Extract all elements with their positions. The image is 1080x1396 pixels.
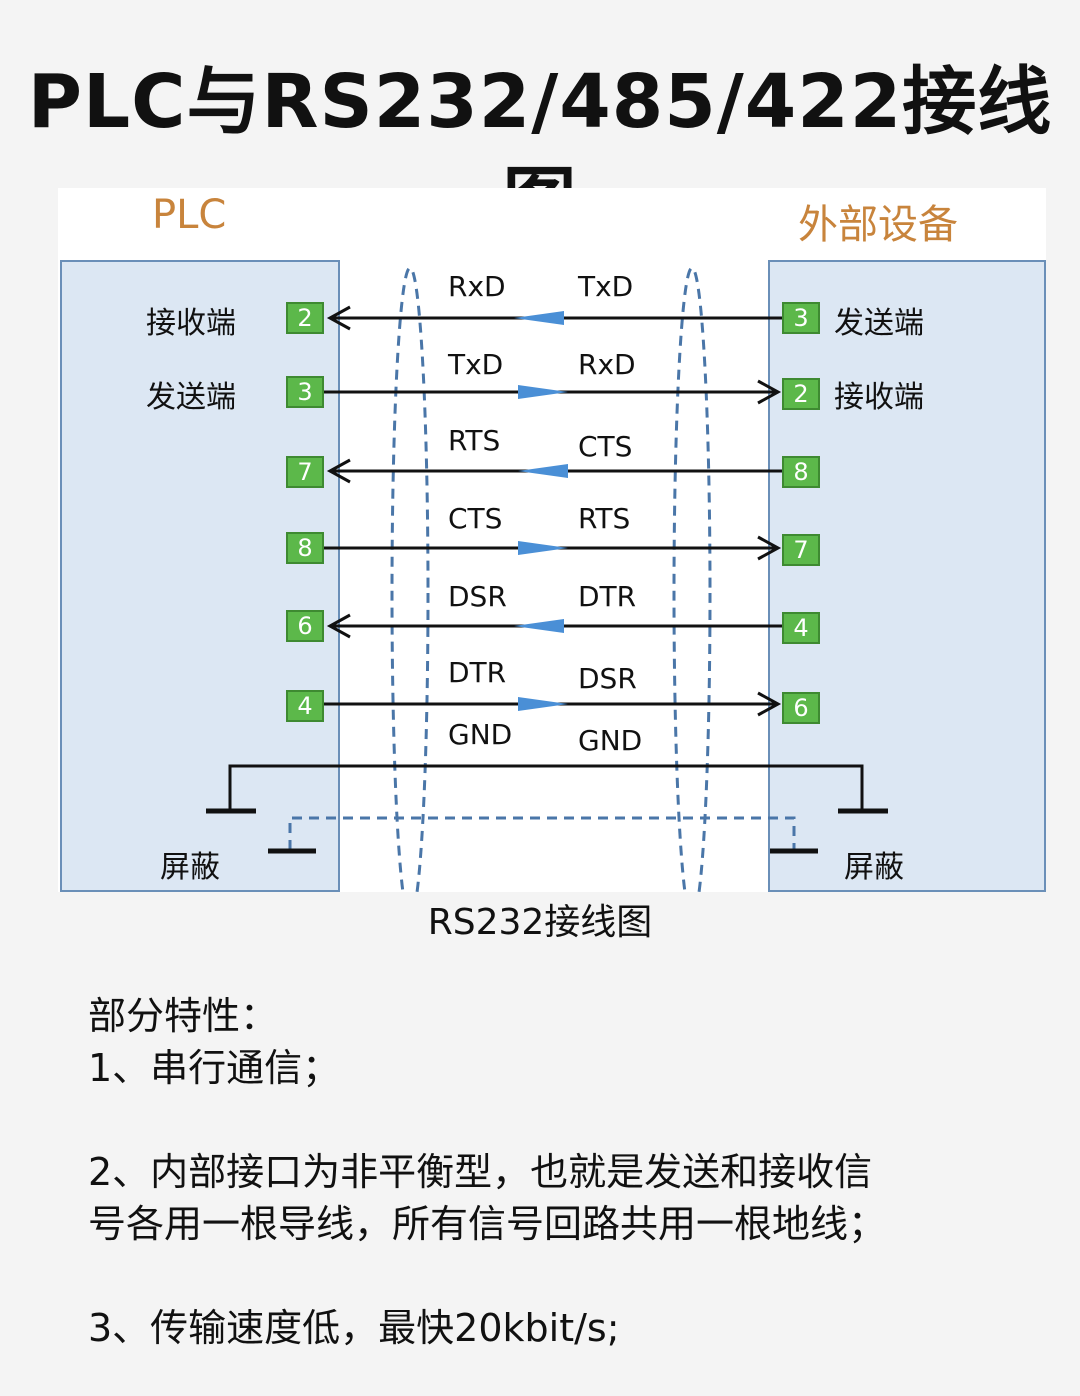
- plc-send-label: 发送端: [146, 380, 236, 415]
- plc-pin: 6: [286, 610, 324, 642]
- gnd-label-right: GND: [578, 724, 643, 757]
- external-device-title: 外部设备: [798, 202, 958, 248]
- signal-label: RTS: [448, 424, 501, 457]
- device-shield-label: 屏蔽: [844, 850, 904, 885]
- gnd-wire: [206, 764, 888, 814]
- external-device-box: [768, 260, 1046, 892]
- wire-txd-rxd: [324, 379, 782, 405]
- feature-item-1: 1、串行通信；: [88, 1046, 341, 1090]
- plc-receive-label: 接收端: [146, 306, 236, 341]
- signal-label: CTS: [448, 502, 503, 535]
- signal-label: RxD: [578, 348, 636, 381]
- gnd-label-left: GND: [448, 718, 513, 751]
- feature-item-2-line-1: 2、内部接口为非平衡型，也就是发送和接收信: [88, 1150, 873, 1194]
- signal-label: CTS: [578, 430, 633, 463]
- plc-device-box: [60, 260, 340, 892]
- feature-item-3: 3、传输速度低，最快20kbit/s;: [88, 1306, 620, 1350]
- wire-rxd-txd: [326, 305, 782, 331]
- plc-pin: 7: [286, 456, 324, 488]
- wire-dtr-dsr: [324, 691, 782, 717]
- plc-title: PLC: [152, 192, 227, 238]
- cable-ellipse-left: [390, 266, 430, 892]
- device-pin: 8: [782, 456, 820, 488]
- device-pin: 7: [782, 534, 820, 566]
- wire-cts-rts: [324, 535, 782, 561]
- signal-label: TxD: [448, 348, 504, 381]
- plc-shield-label: 屏蔽: [160, 850, 220, 885]
- plc-pin: 3: [286, 376, 324, 408]
- feature-item-2-line-2: 号各用一根导线，所有信号回路共用一根地线；: [88, 1202, 887, 1246]
- device-pin: 2: [782, 378, 820, 410]
- device-pin: 4: [782, 612, 820, 644]
- signal-label: DTR: [578, 580, 637, 613]
- cable-ellipse-right: [672, 266, 712, 892]
- wiring-graphics: [206, 266, 888, 892]
- device-receive-label: 接收端: [834, 380, 924, 415]
- signal-label: TxD: [578, 270, 634, 303]
- wire-rts-cts: [326, 458, 782, 484]
- device-pin: 6: [782, 692, 820, 724]
- wire-dsr-dtr: [326, 613, 782, 639]
- rs232-wiring-diagram: PLC 外部设备 接收端 发送端 屏蔽 发送端 接收端 屏蔽 2 3 7 8 6…: [58, 188, 1046, 892]
- features-section: 部分特性： 1、串行通信； 2、内部接口为非平衡型，也就是发送和接收信 号各用一…: [88, 990, 1048, 1354]
- features-heading: 部分特性：: [88, 994, 279, 1038]
- plc-pin: 8: [286, 532, 324, 564]
- signal-label: RTS: [578, 502, 631, 535]
- plc-pin: 2: [286, 302, 324, 334]
- plc-pin: 4: [286, 690, 324, 722]
- signal-label: RxD: [448, 270, 506, 303]
- device-pin: 3: [782, 302, 820, 334]
- device-send-label: 发送端: [834, 306, 924, 341]
- shield-wire: [268, 816, 818, 854]
- signal-label: DSR: [578, 662, 637, 695]
- signal-label: DTR: [448, 656, 507, 689]
- diagram-caption: RS232接线图: [427, 902, 653, 943]
- signal-label: DSR: [448, 580, 507, 613]
